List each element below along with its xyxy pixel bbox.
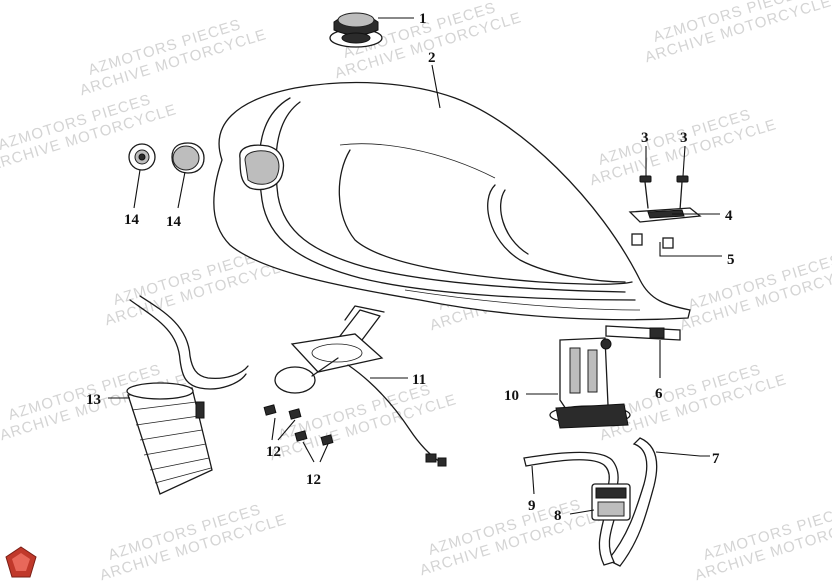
part-bolts	[639, 175, 689, 211]
leader-lines	[108, 17, 722, 515]
callout-12: 12	[306, 472, 321, 488]
azmotors-logo-icon	[5, 546, 37, 578]
callout-5: 5	[727, 252, 735, 268]
callout-2: 2	[428, 50, 436, 66]
part-fuel-filter	[591, 483, 631, 521]
callout-13: 13	[86, 392, 101, 408]
callout-8: 8	[554, 508, 562, 524]
callout-12: 12	[266, 444, 281, 460]
part-fuel-cap	[329, 12, 383, 48]
part-fuel-tank	[213, 81, 691, 321]
callout-1: 1	[419, 11, 427, 27]
callout-labels: 1 2 3 3 4 5 6 7 8 9 10 11 12 12 13 14 14	[86, 11, 735, 524]
callout-11: 11	[412, 372, 426, 388]
part-fuel-sender	[274, 305, 447, 467]
part-rubber-boot	[126, 295, 249, 495]
callout-14: 14	[166, 214, 182, 230]
part-fuel-pump	[549, 337, 631, 429]
part-grommets	[128, 142, 205, 174]
callout-10: 10	[504, 388, 519, 404]
callout-3: 3	[680, 130, 688, 146]
callout-6: 6	[655, 386, 663, 402]
callout-4: 4	[725, 208, 733, 224]
callout-7: 7	[712, 451, 720, 467]
part-fuel-hoses	[523, 437, 658, 567]
part-bracket	[628, 207, 702, 223]
part-rubber-mounts	[631, 233, 674, 249]
part-mounting-plate	[605, 325, 681, 341]
part-clips	[263, 404, 334, 446]
callout-14: 14	[124, 212, 140, 228]
callout-9: 9	[528, 498, 536, 514]
callout-3: 3	[641, 130, 649, 146]
